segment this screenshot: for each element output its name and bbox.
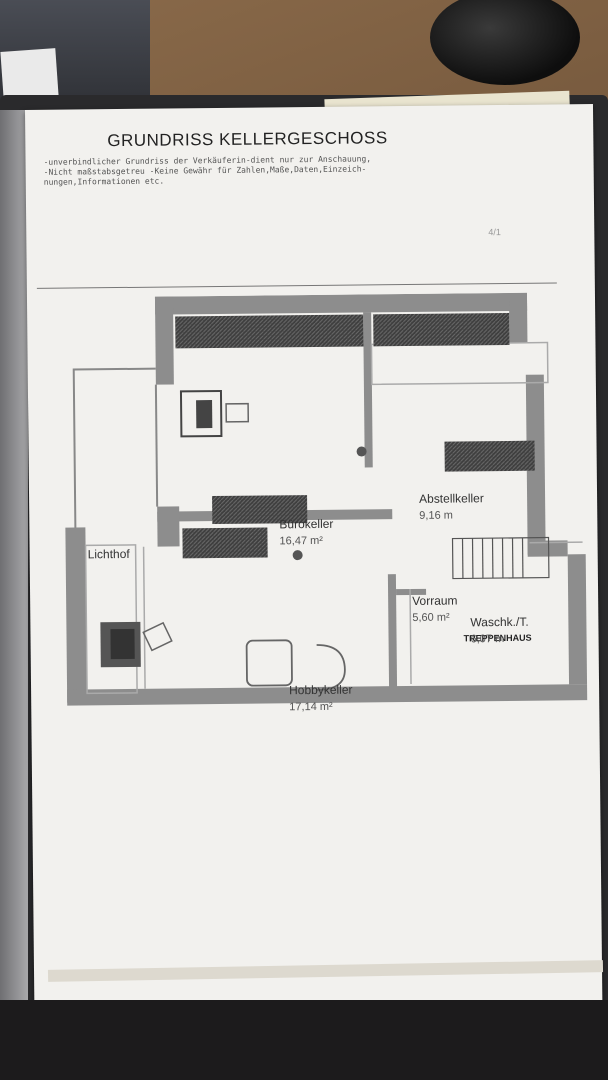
seating-hobbykeller: [245, 639, 346, 691]
room-area-hobbykeller: 17,14 m²: [289, 700, 333, 714]
lichthof-outline: [72, 367, 159, 528]
page-number: 4/1: [488, 227, 501, 238]
exterior-walls: [65, 292, 588, 706]
room-label-vorraum: Vorraum: [412, 593, 458, 608]
binder-bottom: [0, 1000, 608, 1080]
room-label-lichthof: Lichthof: [87, 546, 130, 562]
room-area-buerokeller: 16,47 m²: [279, 534, 324, 548]
room-label-buerokeller: Bürokeller: [279, 516, 334, 532]
room-area-abstellkeller: 9,16 m: [419, 509, 453, 522]
desk-hobbykeller: [100, 621, 173, 668]
room-label-abstellkeller: Abstellkeller: [419, 491, 484, 506]
room-label-waschkeller: Waschk./T.: [470, 614, 529, 630]
page-title: GRUNDRISS KELLERGESCHOSS: [107, 128, 388, 151]
disclaimer: -unverbindlicher Grundriss der Verkäufer…: [44, 153, 514, 188]
hatched-strips: [175, 312, 535, 559]
room-label-hobbykeller: Hobbykeller: [289, 682, 353, 698]
floor-drains: [292, 446, 367, 561]
binder-spine: [0, 110, 28, 1010]
room-area-vorraum: 5,60 m²: [412, 611, 450, 624]
staircase: [451, 536, 550, 580]
room-area-waschkeller: 6,07 m: [470, 633, 505, 646]
floor-plan-drawing: [65, 292, 588, 706]
paper-note: [0, 48, 59, 100]
computer-mouse: [430, 0, 580, 85]
desk-buerokeller: [179, 389, 250, 438]
divider-line: [36, 282, 557, 289]
floor-plan: Lichthof Bürokeller 16,47 m² Abstellkell…: [55, 292, 608, 728]
document-page: GRUNDRISS KELLERGESCHOSS -unverbindliche…: [25, 104, 603, 1015]
